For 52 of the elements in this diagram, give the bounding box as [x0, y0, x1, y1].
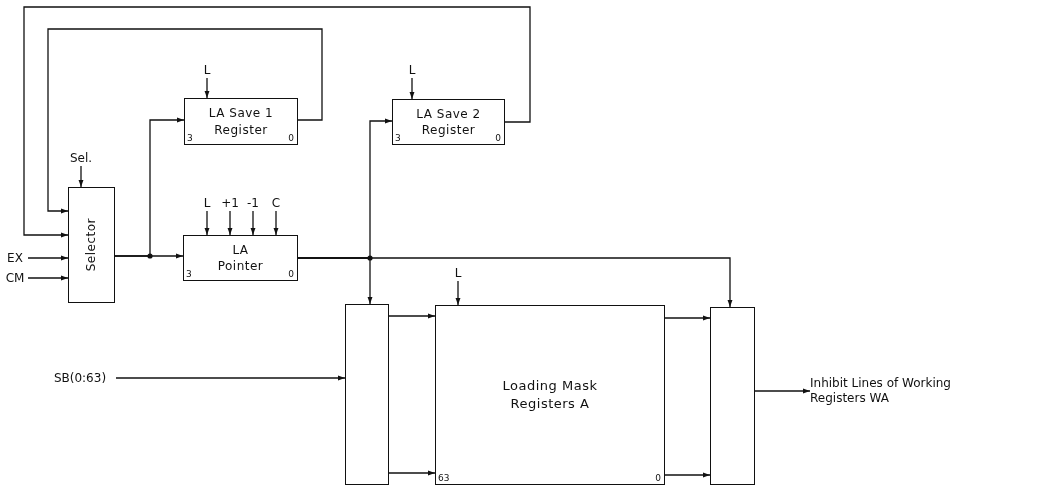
register-name: LA Save 1 Register — [207, 105, 275, 138]
signal-label: Sel. — [64, 150, 98, 166]
arrow — [227, 210, 233, 236]
multiplexer-box — [345, 304, 389, 485]
signal-label: Inhibit Lines of Working Registers WA — [810, 374, 1010, 408]
arrow — [47, 28, 323, 214]
signal-label: C — [269, 195, 283, 211]
arrow — [27, 255, 69, 261]
bit-index: 0 — [288, 134, 294, 143]
bit-index: 0 — [495, 134, 501, 143]
multiplexer-box — [710, 307, 755, 485]
arrow — [250, 210, 256, 236]
arrow — [664, 472, 711, 478]
selector-box — [68, 187, 115, 303]
signal-label: -1 — [244, 195, 262, 211]
register-box — [435, 305, 665, 485]
arrow — [78, 165, 84, 188]
signal-label: SB(0:63) — [44, 370, 116, 386]
arrow — [388, 313, 436, 319]
signal-label: L — [200, 62, 214, 78]
arrow — [204, 77, 210, 99]
arrow — [297, 257, 733, 308]
arrow — [409, 77, 415, 100]
arrow — [455, 280, 461, 306]
bit-index: 0 — [655, 474, 661, 483]
register-name: LA Save 2 Register — [415, 105, 482, 139]
arrow — [754, 388, 811, 394]
register-name: LA Pointer — [216, 241, 265, 275]
signal-label: +1 — [221, 195, 239, 211]
signal-label: L — [451, 265, 465, 281]
bit-index: 3 — [186, 270, 192, 279]
bit-index: 3 — [395, 134, 401, 143]
bit-index: 0 — [288, 270, 294, 279]
arrow — [115, 375, 346, 381]
arrow — [204, 210, 210, 236]
signal-label: L — [405, 62, 419, 78]
register-name: Loading Mask Registers A — [501, 377, 599, 413]
bit-index: 63 — [438, 474, 450, 483]
arrow — [114, 117, 185, 257]
register-box — [392, 99, 505, 145]
bit-index: 3 — [187, 134, 193, 143]
signal-label: CM — [2, 270, 28, 286]
signal-label: L — [200, 195, 214, 211]
arrow — [664, 315, 711, 321]
arrow — [27, 275, 69, 281]
register-name: Selector — [83, 218, 100, 272]
arrow — [388, 470, 436, 476]
register-box — [183, 235, 298, 281]
signal-label: EX — [2, 250, 28, 266]
arrow — [273, 210, 279, 236]
register-box — [184, 98, 298, 145]
arrow — [23, 6, 531, 238]
